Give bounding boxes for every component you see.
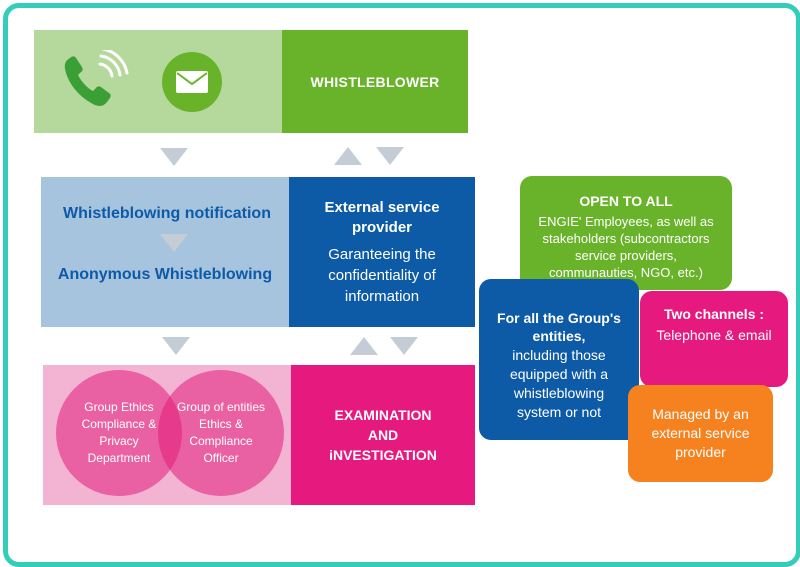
managed-bubble: Managed by an external service provider xyxy=(628,385,773,482)
anonymous-notification-label: Anonymous Whistleblowing xyxy=(57,266,273,283)
open-to-all-bubble: OPEN TO ALL ENGIE' Employees, as well as… xyxy=(520,176,732,290)
external-body: Garanteeing the confidentiality of infor… xyxy=(328,245,436,305)
whistleblower-box: WHISTLEBLOWER xyxy=(282,30,468,133)
arrow-down xyxy=(376,147,404,165)
entities-officer-circle: Group of entities Ethics & Compliance Of… xyxy=(158,370,284,496)
arrow-up xyxy=(350,337,378,355)
group-entities-bubble: For all the Group's entities, including … xyxy=(479,279,639,440)
phone-icon xyxy=(60,47,130,114)
two-channels-bubble: Two channels : Telephone & email xyxy=(640,291,788,387)
whistleblower-label: WHISTLEBLOWER xyxy=(310,73,440,90)
external-title: External service provider xyxy=(324,198,440,236)
arrow-down xyxy=(160,148,188,166)
named-notification-label: Whistleblowing notification xyxy=(63,205,271,222)
notification-panel xyxy=(41,177,289,327)
external-service-provider-box: External service provider Garanteeing th… xyxy=(289,177,475,327)
arrow-down xyxy=(160,234,188,252)
examination-box: EXAMINATION AND iNVESTIGATION xyxy=(291,365,475,505)
arrow-down xyxy=(390,337,418,355)
email-icon-circle xyxy=(162,52,222,112)
arrow-down xyxy=(162,337,190,355)
arrow-up xyxy=(334,147,362,165)
envelope-icon xyxy=(176,71,208,93)
